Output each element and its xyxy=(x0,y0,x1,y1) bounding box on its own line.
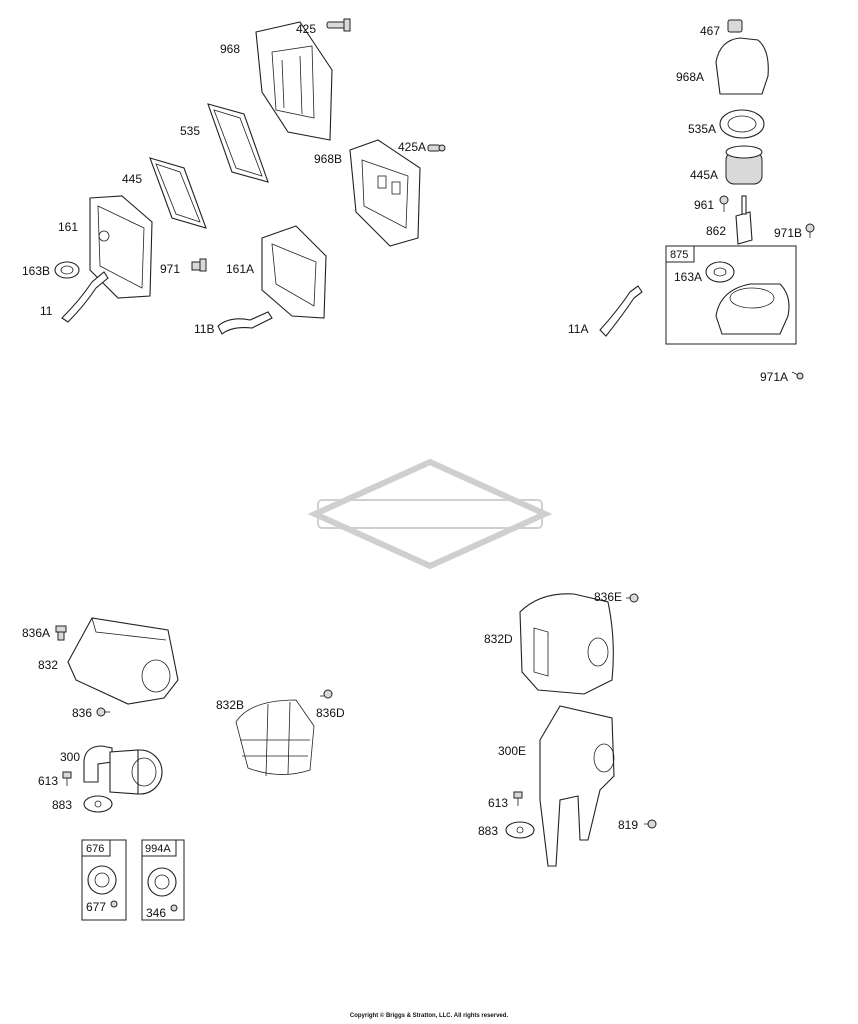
gasket-163B xyxy=(54,261,80,279)
label-300: 300 xyxy=(60,750,81,764)
label-467: 467 xyxy=(700,24,721,38)
label-883: 883 xyxy=(52,798,73,812)
screw-836D xyxy=(320,689,333,699)
label-968A: 968A xyxy=(676,70,705,84)
air-cleaner-base-968B xyxy=(349,139,421,247)
base-plate-161A xyxy=(261,225,327,319)
label-832B: 832B xyxy=(216,698,245,712)
label-971A: 971A xyxy=(760,370,789,384)
breather-tube-11A xyxy=(599,285,643,337)
label-300E: 300E xyxy=(498,744,527,758)
guard-832B xyxy=(235,699,315,777)
gasket-163A xyxy=(705,261,735,283)
label-836D: 836D xyxy=(316,706,345,720)
label-994A: 994A xyxy=(145,843,171,855)
label-11A: 11A xyxy=(568,322,589,336)
air-cleaner-cover-968 xyxy=(255,21,333,141)
breather-tube-11 xyxy=(61,271,109,323)
wing-nut-467 xyxy=(727,19,743,33)
label-968B: 968B xyxy=(314,152,343,166)
screw-613 xyxy=(62,771,72,786)
pre-filter-445 xyxy=(149,157,207,229)
label-836A: 836A xyxy=(22,626,51,640)
label-425: 425 xyxy=(296,22,317,36)
label-832: 832 xyxy=(38,658,59,672)
label-425A: 425A xyxy=(398,140,427,154)
screw-677 xyxy=(110,900,118,908)
label-445: 445 xyxy=(122,172,143,186)
label-862: 862 xyxy=(706,224,727,238)
label-11B: 11B xyxy=(194,322,215,336)
breather-tube-11B xyxy=(217,311,273,335)
gasket-883-right xyxy=(505,821,535,839)
base-plate-161 xyxy=(89,195,153,299)
spark-arrester-676 xyxy=(87,865,117,895)
exhaust-300 xyxy=(83,745,163,795)
screw-836A xyxy=(55,625,67,641)
label-445A: 445A xyxy=(690,168,719,182)
filter-535A xyxy=(719,109,765,139)
screw-961 xyxy=(719,195,729,212)
label-161: 161 xyxy=(58,220,79,234)
label-613-right: 613 xyxy=(488,796,509,810)
spark-arrester-994A xyxy=(147,867,177,897)
label-875: 875 xyxy=(670,249,689,261)
brand-watermark-logo xyxy=(307,458,553,570)
label-883-right: 883 xyxy=(478,824,499,838)
kit-tag-676 xyxy=(81,839,111,857)
copyright-notice: Copyright © Briggs & Stratton, LLC. All … xyxy=(349,1013,509,1019)
screw-971B xyxy=(805,223,815,238)
label-163A: 163A xyxy=(674,270,703,284)
bracket-862 xyxy=(735,195,753,245)
label-832D: 832D xyxy=(484,632,513,646)
screw-425 xyxy=(326,18,351,32)
screw-613-right xyxy=(513,791,523,806)
cover-968A xyxy=(715,37,769,95)
label-836: 836 xyxy=(72,706,93,720)
label-535: 535 xyxy=(180,124,201,138)
label-677: 677 xyxy=(86,900,107,914)
screw-971 xyxy=(191,258,207,272)
label-535A: 535A xyxy=(688,122,717,136)
screw-425A xyxy=(427,144,446,152)
label-971: 971 xyxy=(160,262,181,276)
screw-971A xyxy=(791,371,804,380)
screw-836E xyxy=(626,593,639,603)
label-11: 11 xyxy=(40,304,53,318)
screw-819 xyxy=(644,819,657,829)
kit-tag-875 xyxy=(665,245,695,263)
label-968: 968 xyxy=(220,42,241,56)
base-875 xyxy=(715,283,790,335)
filter-445A xyxy=(725,145,763,185)
muffler-832 xyxy=(67,617,179,705)
label-971B: 971B xyxy=(774,226,803,240)
screw-346 xyxy=(170,904,178,912)
label-346: 346 xyxy=(146,906,167,920)
heat-shield-832D xyxy=(519,593,614,695)
kit-box-875 xyxy=(665,245,797,345)
gasket-883 xyxy=(83,795,113,813)
label-613: 613 xyxy=(38,774,59,788)
exhaust-bracket-300E xyxy=(539,705,615,867)
air-filter-535 xyxy=(207,103,269,183)
screw-836 xyxy=(96,707,110,717)
label-676: 676 xyxy=(86,843,105,855)
label-161A: 161A xyxy=(226,262,255,276)
label-163B: 163B xyxy=(22,264,51,278)
kit-tag-994A xyxy=(141,839,177,857)
label-819: 819 xyxy=(618,818,639,832)
label-961: 961 xyxy=(694,198,715,212)
label-836E: 836E xyxy=(594,590,623,604)
